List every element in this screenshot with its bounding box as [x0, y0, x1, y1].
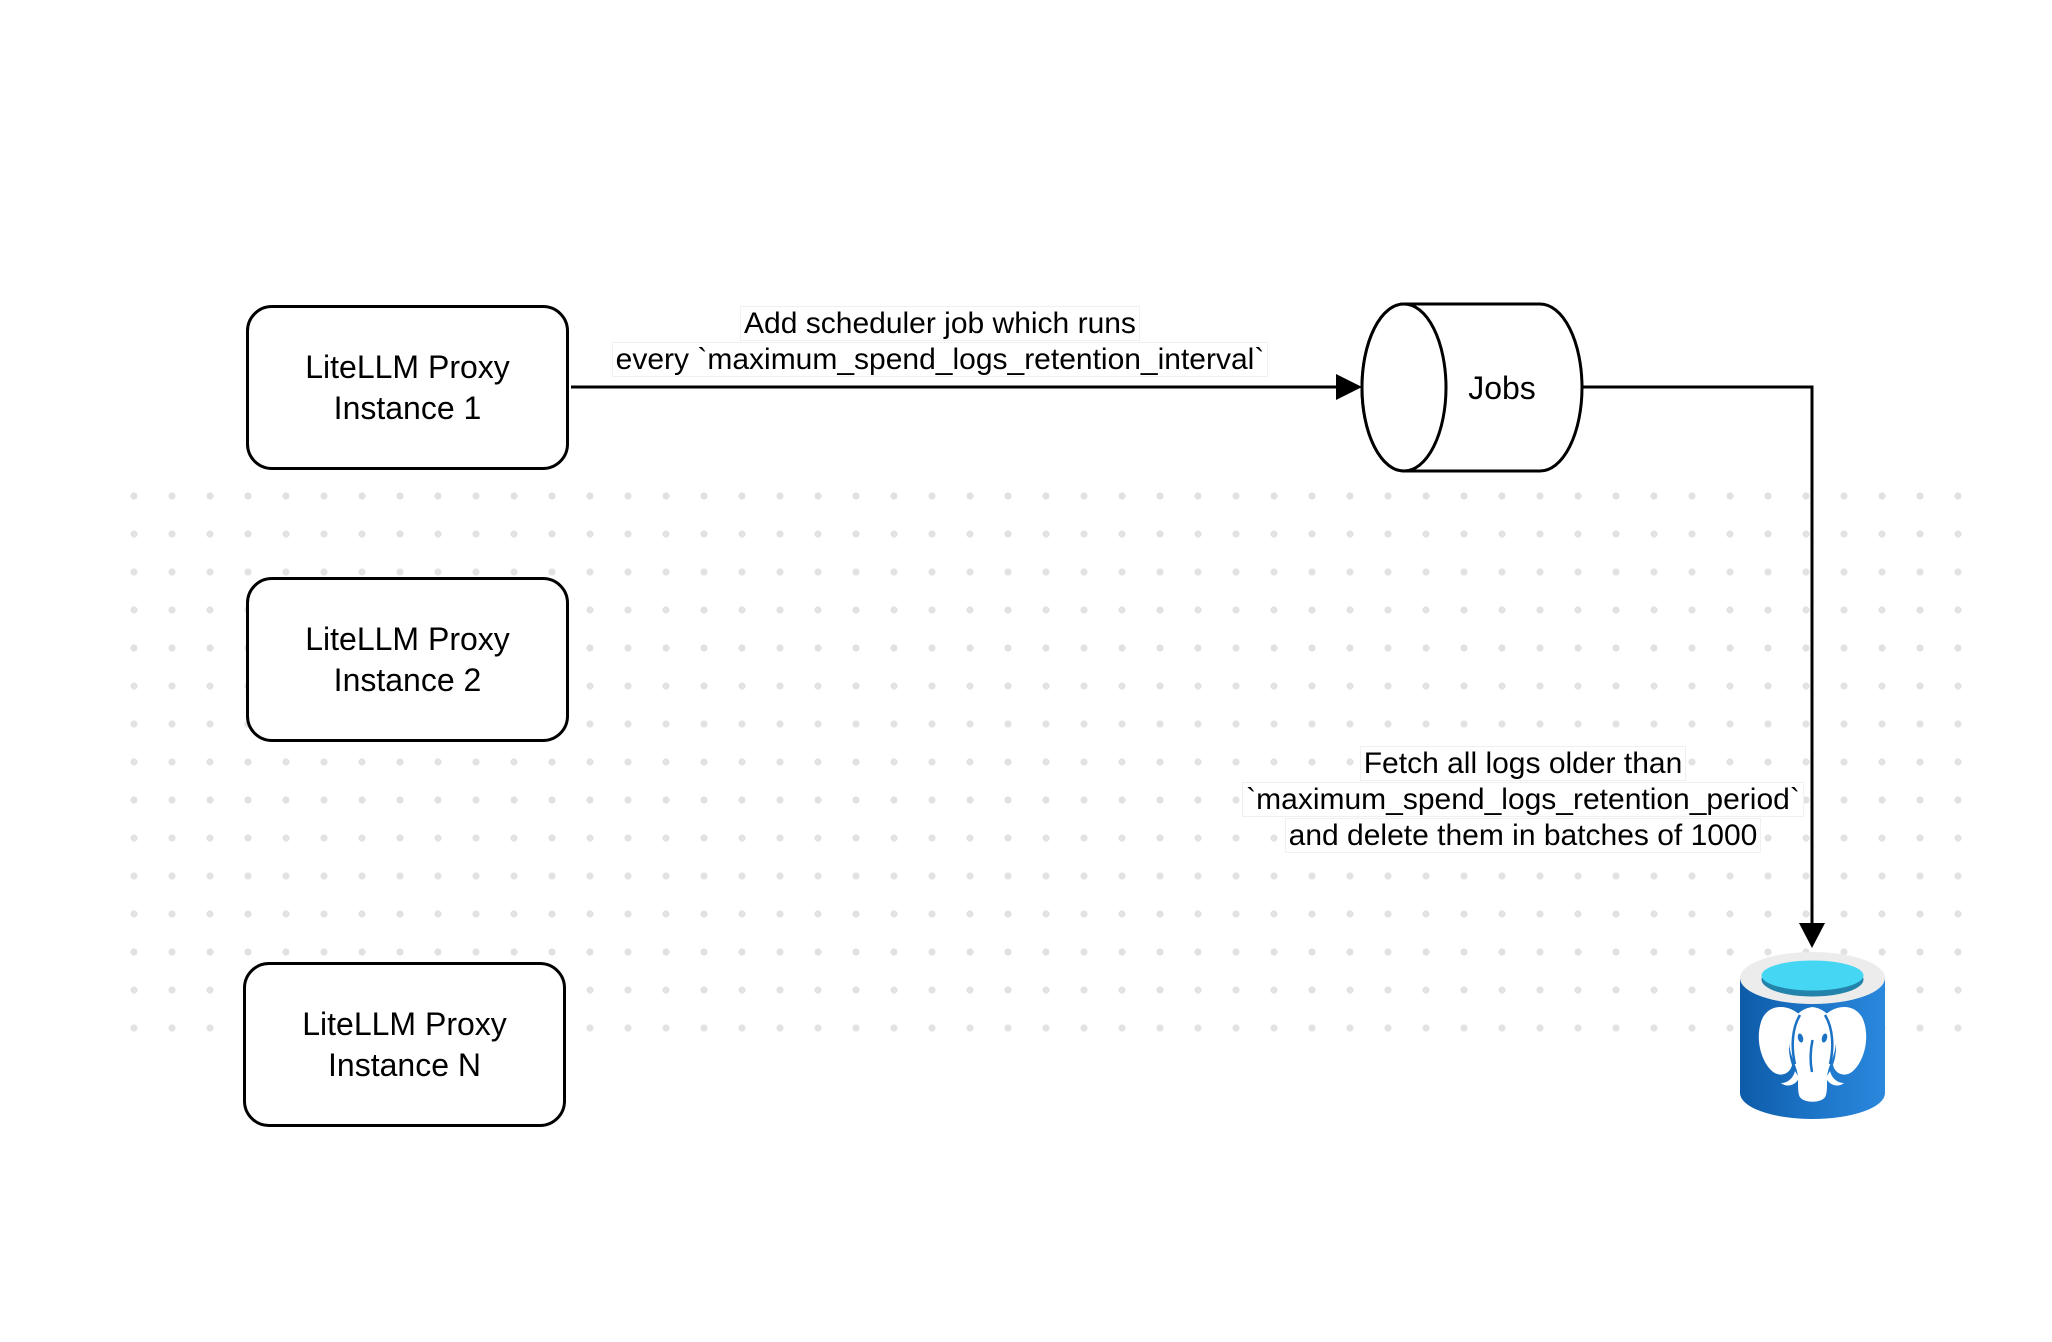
postgresql-database-icon	[1740, 952, 1885, 1120]
edge-label-text: every `maximum_spend_logs_retention_inte…	[611, 342, 1269, 377]
postgres-elephant-icon	[1758, 1006, 1867, 1102]
node-label-line: LiteLLM Proxy	[305, 620, 510, 657]
node-litellm-proxy-instance-n: LiteLLM Proxy Instance N	[243, 962, 566, 1127]
edge-fetch-line	[1582, 385, 1814, 923]
postgresql-icon-svg	[1740, 952, 1885, 1119]
edge-label-text: `maximum_spend_logs_retention_period`	[1242, 782, 1804, 817]
pg-cylinder-opening	[1761, 960, 1864, 991]
elephant-left-eye	[1797, 1033, 1804, 1043]
edge-label-text: Fetch all logs older than	[1359, 746, 1687, 781]
node-label-line: Instance 2	[333, 661, 482, 698]
edge-label-fetch-delete: Fetch all logs older than `maximum_spend…	[1193, 746, 1853, 854]
node-litellm-proxy-instance-2: LiteLLM Proxy Instance 2	[246, 577, 569, 742]
edge-label-scheduler: Add scheduler job which runs every `maxi…	[540, 306, 1340, 378]
elephant-right-eye	[1821, 1033, 1828, 1043]
node-label-line: Instance N	[328, 1046, 481, 1083]
node-label-line: LiteLLM Proxy	[302, 1005, 507, 1042]
edge-scheduler-arrowhead-icon	[1336, 374, 1362, 400]
edge-label-text: and delete them in batches of 1000	[1284, 818, 1762, 853]
edge-label-text: Add scheduler job which runs	[740, 306, 1140, 341]
node-label-line: Instance 1	[333, 389, 482, 426]
edge-fetch-arrowhead-icon	[1799, 923, 1825, 948]
jobs-node-label: Jobs	[1468, 370, 1536, 406]
postgres-elephant-face-lines	[1791, 1014, 1834, 1073]
jobs-cylinder-cap	[1360, 302, 1448, 473]
node-label-line: LiteLLM Proxy	[305, 348, 510, 385]
node-litellm-proxy-instance-1: LiteLLM Proxy Instance 1	[246, 305, 569, 470]
